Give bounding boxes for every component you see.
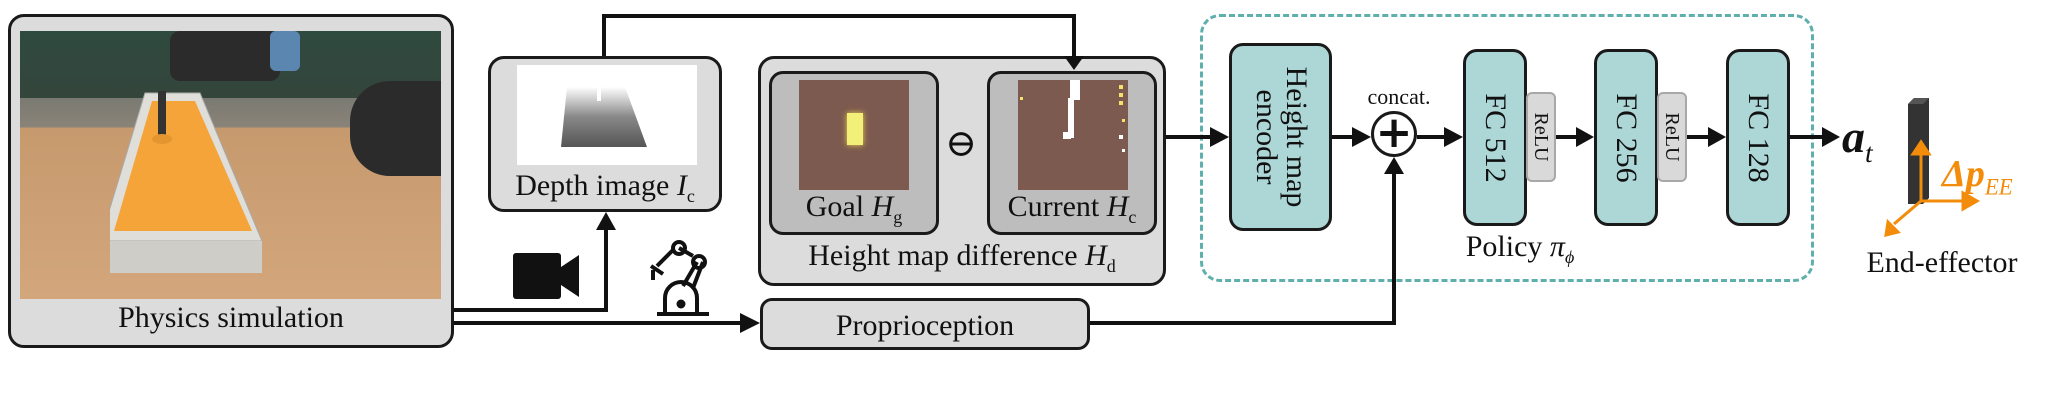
physics-simulation-block: Physics simulation — [8, 14, 454, 348]
relu-activation-1: ReLU — [1526, 92, 1556, 182]
relu-activation-2: ReLU — [1657, 92, 1687, 182]
depth-image-label: Depth image Ic — [515, 169, 695, 206]
robot-base-render — [350, 81, 441, 176]
physics-simulation-label: Physics simulation — [118, 301, 344, 334]
end-effector-icon — [1905, 98, 1933, 204]
difference-operator-icon: ⊖ — [945, 123, 977, 165]
goal-heightmap — [799, 80, 909, 190]
action-output-label: at — [1842, 111, 1873, 169]
proprioception-block: Proprioception — [760, 298, 1090, 350]
depth-image-render — [517, 65, 697, 165]
robot-arm-render — [170, 31, 280, 81]
fc-layer-256: FC 256 — [1594, 49, 1658, 226]
camera-icon — [513, 253, 581, 306]
tray — [99, 31, 310, 291]
height-map-difference-label: Height map difference Hd — [808, 239, 1116, 276]
simulation-render — [20, 31, 441, 299]
fc-layer-512: FC 512 — [1463, 49, 1527, 226]
goal-heightmap-panel: Goal Hg — [769, 71, 939, 235]
depth-image-block: Depth image Ic — [488, 56, 722, 212]
current-label: Current Hc — [1007, 190, 1137, 227]
policy-label: Policy πϕ — [1465, 230, 1575, 267]
goal-label: Goal Hg — [805, 190, 903, 227]
current-heightmap-panel: Current Hc — [987, 71, 1157, 235]
fc-layer-128: FC 128 — [1726, 49, 1790, 226]
delta-pee-label: ΔpEE — [1942, 153, 2013, 200]
concat-operator-icon: + — [1371, 111, 1417, 157]
proprioception-label: Proprioception — [835, 309, 1015, 342]
end-effector-label: End-effector — [1866, 246, 2018, 279]
current-heightmap — [1018, 80, 1128, 190]
robot-arm-icon — [643, 240, 709, 321]
policy-container — [1200, 14, 1814, 282]
height-map-difference-block: Goal Hg ⊖ Current Hc Height map differen… — [758, 56, 1166, 286]
concat-label: concat. — [1367, 84, 1431, 109]
